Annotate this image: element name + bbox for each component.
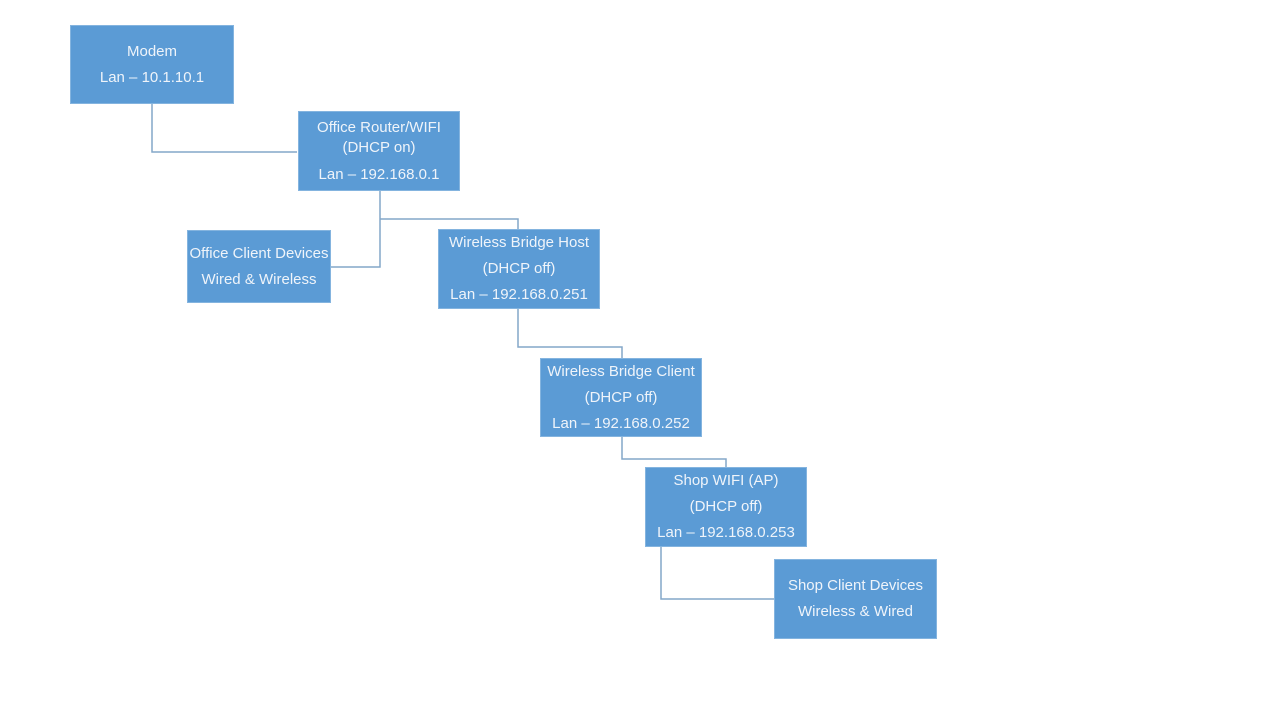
node-modem: Modem Lan – 10.1.10.1	[70, 25, 234, 104]
node-wireless-bridge-client: Wireless Bridge Client (DHCP off) Lan – …	[540, 358, 702, 437]
node-bridge-client-title: Wireless Bridge Client	[547, 362, 695, 380]
node-wireless-bridge-host: Wireless Bridge Host (DHCP off) Lan – 19…	[438, 229, 600, 309]
connector-office-router-to-office-client-devices	[331, 191, 381, 268]
node-office-clients-title: Office Client Devices	[189, 244, 329, 262]
connector-office-router-to-wireless-bridge-host	[380, 218, 519, 229]
node-modem-title: Modem	[126, 42, 178, 60]
node-modem-lan-ip: Lan – 10.1.10.1	[99, 68, 205, 86]
node-bridge-host-lan-ip: Lan – 192.168.0.251	[450, 286, 588, 303]
node-bridge-host-dhcp-status: (DHCP off)	[482, 260, 556, 277]
node-office-router-wifi: Office Router/WIFI (DHCP on) Lan – 192.1…	[298, 111, 460, 191]
node-shop-wifi-title: Shop WIFI (AP)	[673, 472, 779, 489]
node-shop-wifi-lan-ip: Lan – 192.168.0.253	[657, 524, 795, 541]
node-office-router-title: Office Router/WIFI	[317, 118, 441, 136]
connector-wireless-bridge-host-to-wireless-bridge-client	[517, 309, 623, 358]
node-office-clients-subtitle: Wired & Wireless	[201, 270, 317, 288]
node-office-router-lan-ip: Lan – 192.168.0.1	[318, 165, 440, 183]
node-bridge-host-title: Wireless Bridge Host	[448, 234, 590, 251]
node-office-client-devices: Office Client Devices Wired & Wireless	[187, 230, 331, 303]
node-shop-client-devices: Shop Client Devices Wireless & Wired	[774, 559, 937, 639]
node-bridge-client-dhcp-status: (DHCP off)	[584, 388, 658, 406]
node-shop-wifi-dhcp-status: (DHCP off)	[689, 498, 763, 515]
node-shop-clients-subtitle: Wireless & Wired	[797, 603, 913, 620]
node-bridge-client-lan-ip: Lan – 192.168.0.252	[552, 414, 690, 432]
node-shop-wifi-ap: Shop WIFI (AP) (DHCP off) Lan – 192.168.…	[645, 467, 807, 547]
connector-shop-wifi-to-shop-client-devices	[660, 547, 774, 600]
connector-wireless-bridge-client-to-shop-wifi	[621, 437, 727, 467]
connector-modem-to-office-router	[151, 104, 297, 153]
node-office-router-dhcp-status: (DHCP on)	[342, 138, 416, 156]
node-shop-clients-title: Shop Client Devices	[787, 577, 924, 594]
